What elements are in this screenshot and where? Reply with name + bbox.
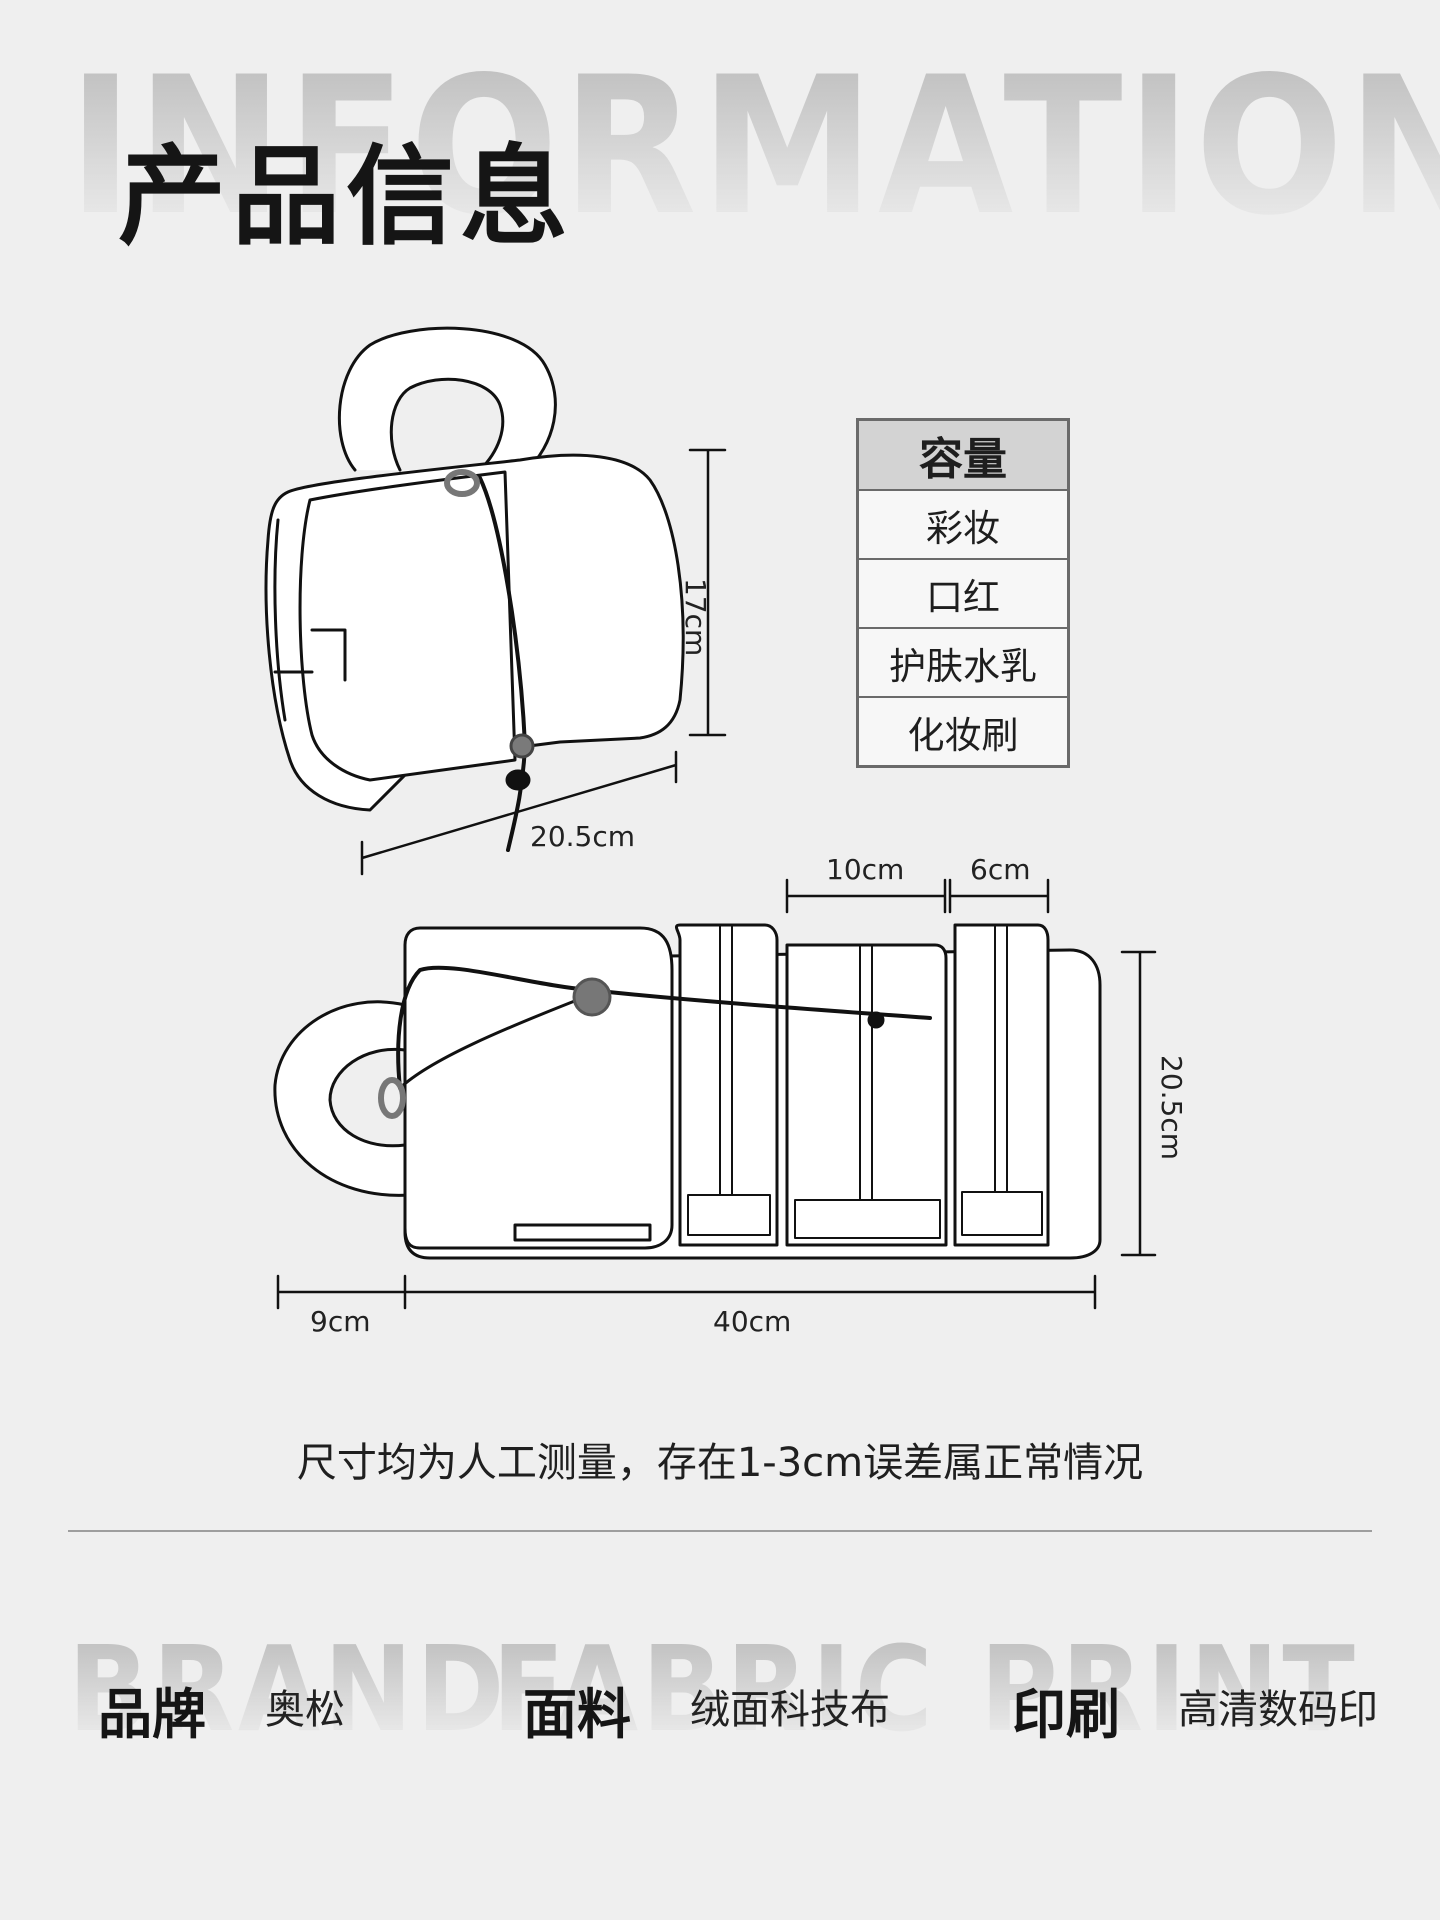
top-width-label: 20.5cm (530, 820, 636, 853)
brand-key: 品牌 (98, 1683, 206, 1746)
rolled-bag-illustration (264, 326, 727, 876)
capacity-item: 口红 (859, 558, 1067, 627)
brand-value: 奥松 (265, 1687, 345, 1733)
flat-bag-illustration (273, 878, 1157, 1310)
product-drawings (264, 326, 1157, 1310)
print-value: 高清数码印 (1178, 1687, 1378, 1733)
fabric-value: 绒面科技布 (690, 1687, 890, 1733)
capacity-table: 容量 彩妆 口红 护肤水乳 化妆刷 (856, 418, 1070, 768)
top-height-label: 17cm (679, 578, 712, 657)
capacity-item: 化妆刷 (859, 696, 1067, 765)
flat-height-label: 20.5cm (1155, 1055, 1188, 1161)
capacity-table-header: 容量 (859, 421, 1067, 489)
capacity-item: 彩妆 (859, 489, 1067, 558)
pocket-b-width-label: 6cm (970, 853, 1031, 886)
body-length-label: 40cm (713, 1305, 792, 1338)
fabric-background-word: FABRIC (492, 1620, 937, 1758)
brand-background-word: BRAND (68, 1620, 508, 1758)
print-key: 印刷 (1012, 1683, 1120, 1746)
pocket-a-width-label: 10cm (826, 853, 905, 886)
fabric-key: 面料 (523, 1683, 631, 1746)
page-title: 产品信息 (118, 135, 575, 260)
header-background-word: INFORMATION (68, 52, 1440, 242)
section-divider (68, 1530, 1372, 1532)
measurement-note: 尺寸均为人工测量，存在1-3cm误差属正常情况 (296, 1440, 1144, 1486)
handle-length-label: 9cm (310, 1305, 371, 1338)
capacity-item: 护肤水乳 (859, 627, 1067, 696)
print-background-word: PRINT (980, 1620, 1359, 1758)
